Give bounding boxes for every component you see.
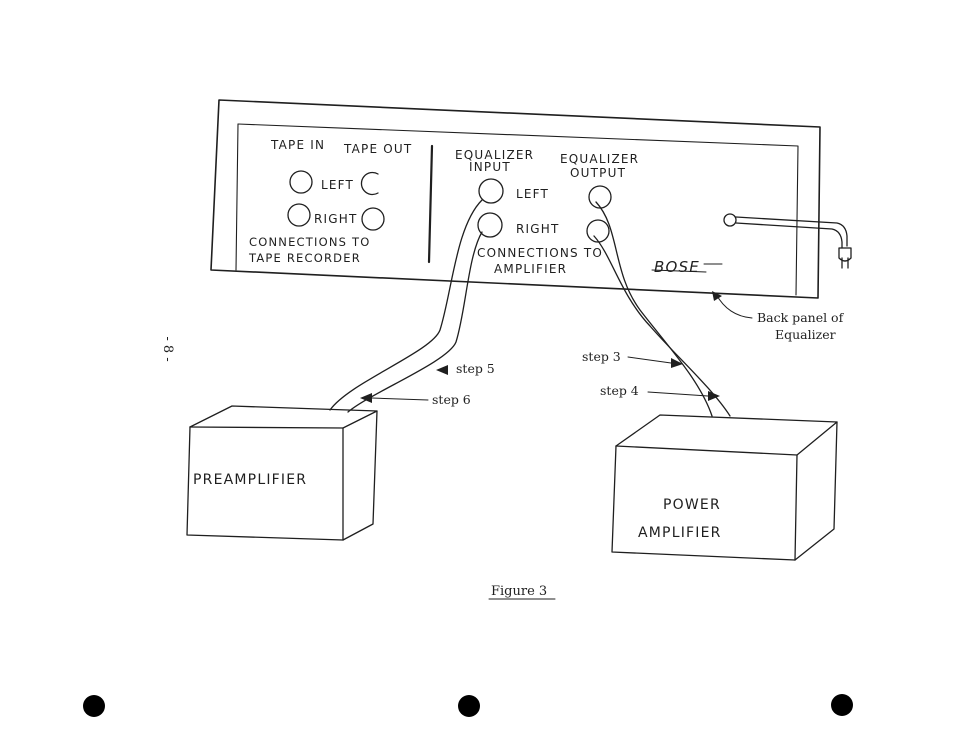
power-cord-grommet (723, 213, 737, 227)
preamplifier-label: PREAMPLIFIER (193, 472, 307, 488)
tape-out-right-jack[interactable] (361, 207, 385, 231)
binder-hole-right (831, 694, 853, 716)
amp-connections-line2: AMPLIFIER (494, 262, 567, 276)
tape-left-label: LEFT (321, 178, 354, 192)
eq-input-right-jack[interactable] (477, 212, 503, 238)
tape-in-label: TAPE IN (270, 138, 325, 152)
step-3-label: step 3 (582, 349, 621, 364)
tape-out-label: TAPE OUT (343, 142, 412, 156)
step-4-label: step 4 (600, 383, 639, 398)
power-label-line1: POWER (663, 497, 721, 513)
panel-divider (427, 144, 434, 264)
amp-right-label: RIGHT (516, 222, 560, 236)
figure-caption: Figure 3 (491, 584, 547, 599)
tape-right-label: RIGHT (314, 212, 358, 226)
back-panel-label-line2: Equalizer (775, 327, 836, 342)
power-amplifier-box (611, 414, 838, 561)
amp-connections-line1: CONNECTIONS TO (477, 246, 603, 260)
binder-hole-left (83, 695, 105, 717)
eq-input-line1: EQUALIZER (455, 148, 534, 162)
tape-out-left-jack[interactable] (360, 171, 379, 196)
preamplifier-box (186, 405, 378, 541)
eq-output-line2: OUTPUT (570, 166, 626, 180)
power-amp-cables (593, 201, 731, 417)
tape-connections-line1: CONNECTIONS TO (249, 235, 371, 249)
tape-in-right-jack[interactable] (287, 203, 311, 227)
eq-input-left-jack[interactable] (478, 178, 504, 204)
equalizer-back-panel (210, 99, 821, 299)
back-panel-label-line1: Back panel of (757, 310, 845, 325)
amp-left-label: LEFT (516, 187, 549, 201)
bose-logo: BOSE (654, 258, 700, 276)
eq-output-left-jack[interactable] (588, 185, 612, 209)
power-cord (723, 213, 852, 269)
eq-output-right-jack[interactable] (586, 219, 610, 243)
binder-hole-center (458, 695, 480, 717)
eq-output-line1: EQUALIZER (560, 152, 639, 166)
eq-input-line2: INPUT (469, 160, 511, 174)
tape-in-left-jack[interactable] (289, 170, 313, 194)
step-5-label: step 5 (456, 361, 495, 376)
step-6-label: step 6 (432, 392, 471, 407)
page-number: - 8 - (160, 336, 175, 361)
back-panel-pointer (715, 293, 753, 319)
preamp-cables (329, 199, 483, 413)
power-label-line2: AMPLIFIER (638, 525, 722, 541)
plug-icon (838, 247, 852, 262)
tape-connections-line2: TAPE RECORDER (248, 251, 361, 265)
